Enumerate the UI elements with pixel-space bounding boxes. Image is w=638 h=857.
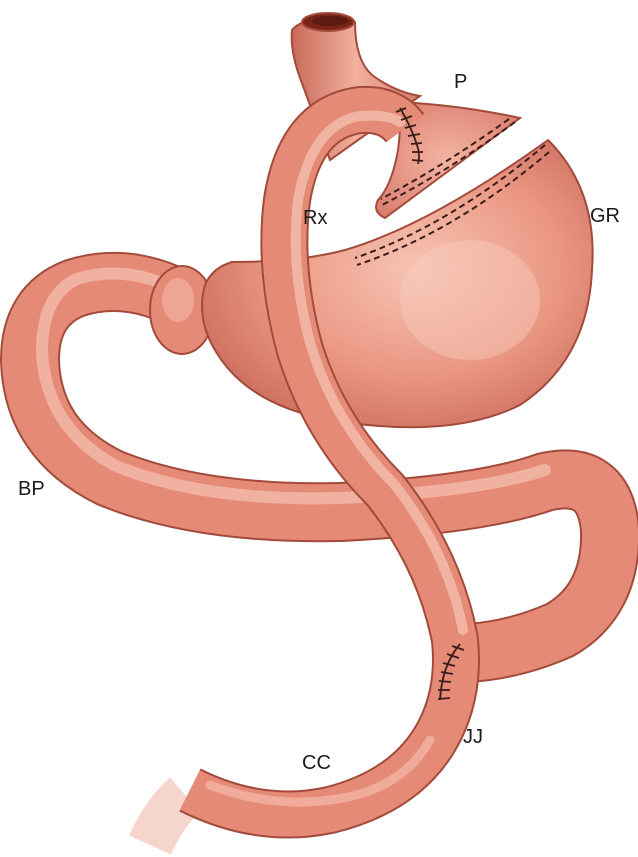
label-pouch: P bbox=[454, 72, 467, 92]
label-gastric-remnant: GR bbox=[590, 206, 620, 226]
common-channel-stump bbox=[150, 795, 185, 845]
label-roux-limb: Rx bbox=[303, 208, 327, 228]
label-common-channel: CC bbox=[302, 753, 331, 773]
label-jejunojejunostomy: JJ bbox=[463, 727, 483, 747]
label-biliopancreatic-limb: BP bbox=[18, 479, 45, 499]
